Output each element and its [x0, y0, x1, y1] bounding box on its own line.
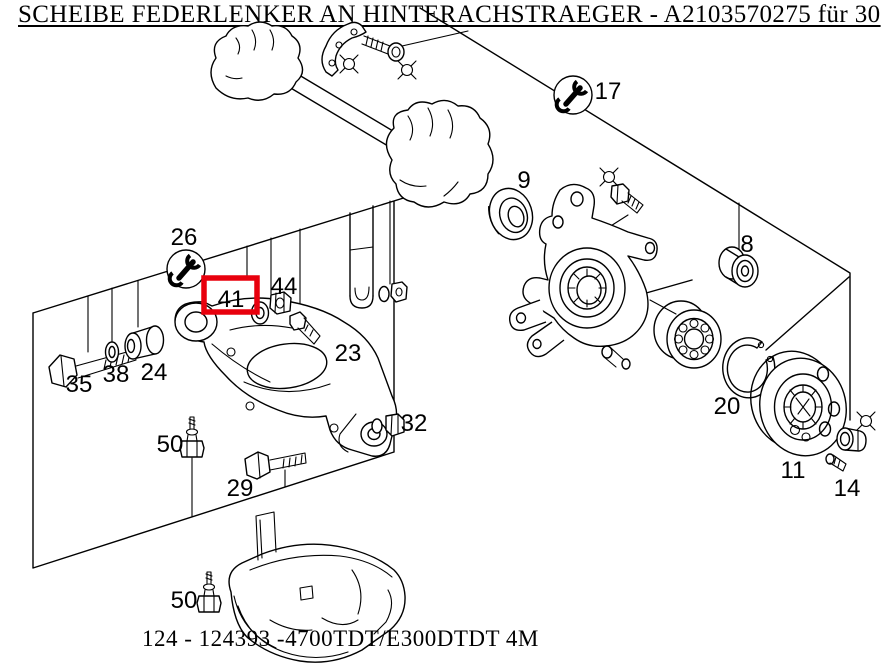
bushing-8-drawing — [718, 246, 759, 288]
ball-stud-drawing — [196, 571, 222, 613]
part-label-29[interactable]: 29 — [227, 475, 254, 502]
part-label-50a[interactable]: 50 — [157, 431, 184, 458]
wheel-bearing-drawing — [653, 300, 722, 369]
part-label-26[interactable]: 26 — [171, 224, 198, 251]
part-label-23[interactable]: 23 — [335, 340, 362, 367]
part-label-11[interactable]: 11 — [781, 457, 806, 484]
link-pin-drawing — [349, 205, 374, 309]
part-label-9[interactable]: 9 — [517, 167, 530, 194]
link-bolt-drawing — [289, 311, 321, 345]
wheel-hub-drawing — [750, 350, 847, 457]
part-label-32[interactable]: 32 — [401, 410, 428, 437]
spring-link-arm-drawing — [174, 297, 398, 457]
part-label-17[interactable]: 17 — [595, 78, 622, 105]
part-label-50b[interactable]: 50 — [171, 587, 198, 614]
part-label-41[interactable]: 41 — [218, 286, 245, 313]
part-label-35[interactable]: 35 — [66, 371, 93, 398]
alignment-marker-icon — [599, 167, 619, 187]
page-title: SCHEIBE FEDERLENKER AN HINTERACHSTRAEGER… — [18, 1, 881, 28]
bushing-9-drawing — [488, 187, 534, 241]
bolt-29-drawing — [244, 451, 307, 480]
nut-44-drawing — [269, 291, 292, 315]
alignment-marker-icon — [397, 60, 417, 80]
wheel-carrier-drawing — [508, 183, 658, 370]
part-label-14[interactable]: 14 — [834, 475, 861, 502]
selected-part-highlight-box — [201, 275, 260, 315]
group-frame-lines — [32, 7, 851, 569]
bolt-35-drawing — [48, 349, 137, 388]
model-designation-text: 124 - 124393 -4700TDT/E300DTDT 4M — [142, 626, 539, 651]
bushing-24-drawing — [124, 325, 165, 360]
alignment-marker-icon — [856, 411, 876, 431]
part-label-44[interactable]: 44 — [271, 273, 298, 300]
part-label-8[interactable]: 8 — [740, 231, 753, 258]
alignment-marker-icon — [339, 54, 359, 74]
nut-32-drawing — [371, 413, 405, 437]
drive-axle-drawing — [210, 21, 494, 208]
retainer-bracket-drawing — [321, 21, 367, 77]
bracket-bolt-drawing — [361, 35, 405, 62]
washer-38-drawing — [104, 341, 120, 363]
wrench-icon — [553, 75, 593, 115]
part-labels-layer: 26 17 9 8 44 41 23 35 38 24 50 29 32 20 11 14 50 — [66, 78, 861, 614]
wrench-icon — [166, 249, 206, 289]
pin-washer-nut-drawing — [378, 281, 408, 303]
knuckle-bolt-drawing — [610, 183, 644, 214]
part-label-38[interactable]: 38 — [103, 361, 130, 388]
axle-nut-drawing — [825, 427, 867, 472]
under-shield-drawing — [228, 511, 406, 663]
part-label-20[interactable]: 20 — [714, 393, 741, 420]
ball-stud-drawing — [179, 416, 205, 458]
part-label-24[interactable]: 24 — [141, 359, 168, 386]
